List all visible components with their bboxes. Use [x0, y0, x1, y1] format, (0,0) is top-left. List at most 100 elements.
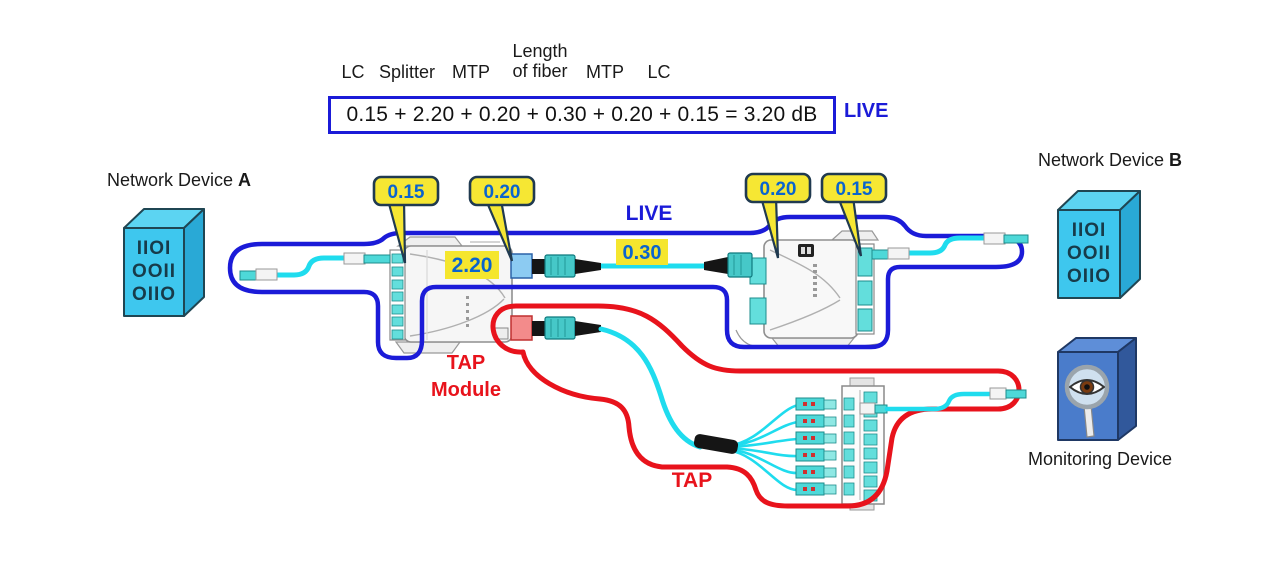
network-device-a-caption-prefix: Network Device [106, 170, 239, 190]
tap-module-top-flange [396, 236, 464, 247]
splitter-loss-value: 2.20 [452, 254, 493, 277]
device-b-side-face [1119, 190, 1141, 299]
cassette-wire-detail [735, 329, 767, 348]
lc-connector-body [887, 247, 910, 260]
header-label-splitter: Splitter [378, 62, 436, 82]
header-label-mtp-right: MTP [586, 62, 624, 82]
device-b-screen-line: IIOI [1072, 220, 1107, 241]
loss-callouts: 0.15 0.20 0.20 0.15 [372, 172, 888, 264]
network-device-b-box: IIOI OOII OIIO [1057, 190, 1141, 299]
fiber-loss-highlight [616, 239, 668, 265]
loss-formula-text: 0.15 + 2.20 + 0.20 + 0.30 + 0.20 + 0.15 … [346, 103, 818, 126]
lc-duplex-connector [795, 431, 837, 445]
tap-module-graphic [389, 236, 513, 354]
device-b-screen-line: OIIO [1067, 266, 1111, 287]
mtp-tip [575, 321, 601, 336]
device-a-screen-line: OOII [132, 261, 176, 282]
device-a-screen-line: IIOI [137, 238, 172, 259]
tap-module-lc-ports [391, 253, 404, 340]
lc-duplex-connector [795, 465, 837, 479]
network-device-b-caption-prefix: Network Device [1037, 150, 1170, 170]
cassette-mtp-port-bottom [749, 297, 767, 325]
panel-left-ports [843, 397, 855, 496]
network-device-b-caption: Network Device B [1023, 150, 1197, 171]
tap-fiber-cable [598, 326, 703, 450]
fiber-loss-value: 0.30 [623, 242, 662, 264]
monitor-patch-cord [859, 387, 1027, 415]
cassette-lc-ports [857, 247, 873, 332]
cassette-logo-detail [807, 247, 811, 254]
lc-connector-tip [1005, 389, 1027, 399]
network-device-a-caption-letter: A [238, 170, 252, 190]
monitoring-side-face [1117, 337, 1137, 441]
device-a-screen-line: OIIO [132, 284, 176, 305]
live-path-label: LIVE [626, 202, 673, 225]
lc-duplex-connector [795, 414, 837, 428]
formula-live-label: LIVE [844, 100, 889, 122]
monitoring-device-box [1057, 337, 1137, 441]
loss-formula-box: 0.15 + 2.20 + 0.20 + 0.30 + 0.20 + 0.15 … [328, 96, 836, 134]
callout-mtp-left-value: 0.20 [484, 182, 521, 203]
callout-lc-right [820, 172, 888, 204]
header-label-fiber-length: Length of fiber [503, 41, 577, 81]
network-device-b-caption-letter: B [1169, 150, 1183, 170]
monitoring-device-caption: Monitoring Device [1027, 449, 1173, 469]
remote-cassette-graphic [735, 230, 887, 349]
cassette-detail-dashes [813, 264, 817, 297]
lc-duplex-connector [795, 448, 837, 462]
mtp-boot [532, 321, 545, 336]
header-label-mtp-left: MTP [452, 62, 490, 82]
device-a-front-face [123, 227, 185, 317]
lc-connector-tip [363, 254, 391, 264]
lc-connector-body [343, 252, 366, 265]
callout-lc-right-value: 0.15 [836, 179, 873, 200]
lc-connector-body [255, 268, 278, 281]
lc-connector-tip [239, 270, 257, 281]
fanout-furcation-sleeve [693, 434, 739, 454]
mtp-connector-body [727, 252, 753, 278]
lc-connector-body [989, 387, 1007, 400]
lc-connector-tip [1003, 234, 1029, 244]
header-label-fiber-length-line2: of fiber [512, 61, 568, 81]
lc-connector-body [859, 402, 876, 415]
mtp-tip [704, 257, 728, 274]
tap-module-label-line2: Module [431, 379, 501, 401]
mtp-tip [575, 259, 601, 274]
fiber-cable [273, 255, 349, 278]
fanout-strands [726, 403, 800, 492]
tap-path-outline [490, 303, 1022, 509]
mtp-port-live [510, 253, 533, 279]
lc-duplex-connector [795, 482, 837, 496]
fanout-lc-connectors [795, 397, 837, 496]
tap-module-label-line1: TAP [447, 352, 486, 374]
lc-connector-tip [871, 249, 889, 260]
tap-path-label: TAP [672, 469, 712, 492]
mtp-port-tap [510, 315, 533, 341]
callout-mtp-right-value: 0.20 [760, 179, 797, 200]
mtp-boot [532, 259, 545, 274]
device-b-screen-line: OOII [1067, 243, 1111, 264]
splitter-loss-highlight [445, 251, 499, 279]
network-device-a-caption: Network Device A [88, 170, 270, 191]
callout-mtp-right [744, 172, 812, 204]
fiber-cable [905, 235, 989, 256]
tap-module-detail-dots [466, 296, 469, 327]
device-a-side-face [183, 208, 205, 317]
header-label-lc-right: LC [647, 62, 671, 82]
cassette-logo-detail [801, 247, 805, 254]
cassette-detail-curve [769, 299, 841, 331]
header-label-fiber-length-line1: Length [512, 41, 568, 61]
mtp-connector-body [544, 254, 576, 278]
lc-connector-body [983, 232, 1006, 245]
eye-pupil [1084, 384, 1090, 390]
device-b-front-face [1057, 209, 1121, 299]
live-mtp-trunk [510, 252, 753, 279]
network-device-a-box: IIOI OOII OIIO [123, 208, 205, 317]
cassette-logo-icon [798, 244, 814, 257]
highlighted-loss-values: 2.20 0.30 [445, 239, 668, 279]
device-a-patch-cord [239, 252, 391, 281]
mtp-connector-body [544, 316, 576, 340]
callout-lc-left-value: 0.15 [388, 182, 425, 203]
